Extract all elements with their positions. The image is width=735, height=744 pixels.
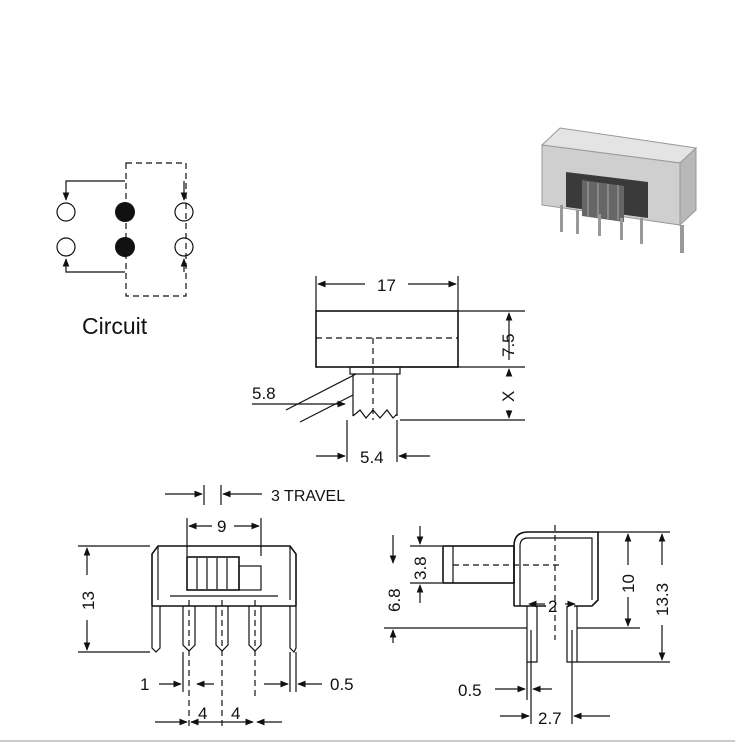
dim-pitch-2: 4 xyxy=(231,704,240,723)
dim-actuator-x: X xyxy=(499,391,518,402)
dim-actuator-offset: 6.8 xyxy=(385,588,404,612)
side-view: 3 TRAVEL 9 13 1 0.5 4 4 xyxy=(78,485,354,728)
dim-leg-thickness: 0.5 xyxy=(330,675,354,694)
circuit-terminal xyxy=(56,202,76,222)
dim-pin-thickness-end: 0.5 xyxy=(458,681,482,700)
dim-travel: 3 TRAVEL xyxy=(271,488,345,505)
circuit-terminal xyxy=(56,237,76,257)
circuit-diagram: Circuit xyxy=(56,162,194,339)
circuit-common-terminal xyxy=(115,202,135,222)
end-view-body xyxy=(513,531,599,607)
dim-side-height: 13 xyxy=(79,591,98,610)
circuit-common-terminal xyxy=(115,237,135,257)
dim-pin-spacing: 2 xyxy=(548,597,557,616)
circuit-link-bottom xyxy=(62,258,125,273)
circuit-terminal xyxy=(174,202,194,222)
side-view-body xyxy=(151,545,297,606)
dim-pin-width: 1 xyxy=(140,675,149,694)
circuit-terminal xyxy=(174,237,194,257)
dim-pin-offset: 2.7 xyxy=(538,709,562,728)
dim-total-height: 13.3 xyxy=(653,583,672,616)
dim-actuator-height: 3.8 xyxy=(411,556,430,580)
circuit-slider-outline xyxy=(125,162,187,297)
dim-body-height-end: 10 xyxy=(619,574,638,593)
dim-body-width: 17 xyxy=(377,276,396,295)
side-view-slider xyxy=(186,556,240,591)
dim-actuator-depth: 5.8 xyxy=(252,384,276,403)
end-view: 3.8 6.8 10 13.3 2 0.5 2.7 xyxy=(384,525,672,728)
front-view-body xyxy=(315,310,459,368)
circuit-title: Circuit xyxy=(82,313,148,339)
front-view: 17 7.5 X 5.8 5.4 xyxy=(252,276,525,467)
product-photo xyxy=(540,127,698,253)
dim-slider-span: 9 xyxy=(217,517,226,536)
circuit-link-top xyxy=(62,180,125,201)
dim-body-height: 7.5 xyxy=(499,333,518,357)
dim-pitch-1: 4 xyxy=(198,704,207,723)
dim-actuator-width: 5.4 xyxy=(360,448,384,467)
